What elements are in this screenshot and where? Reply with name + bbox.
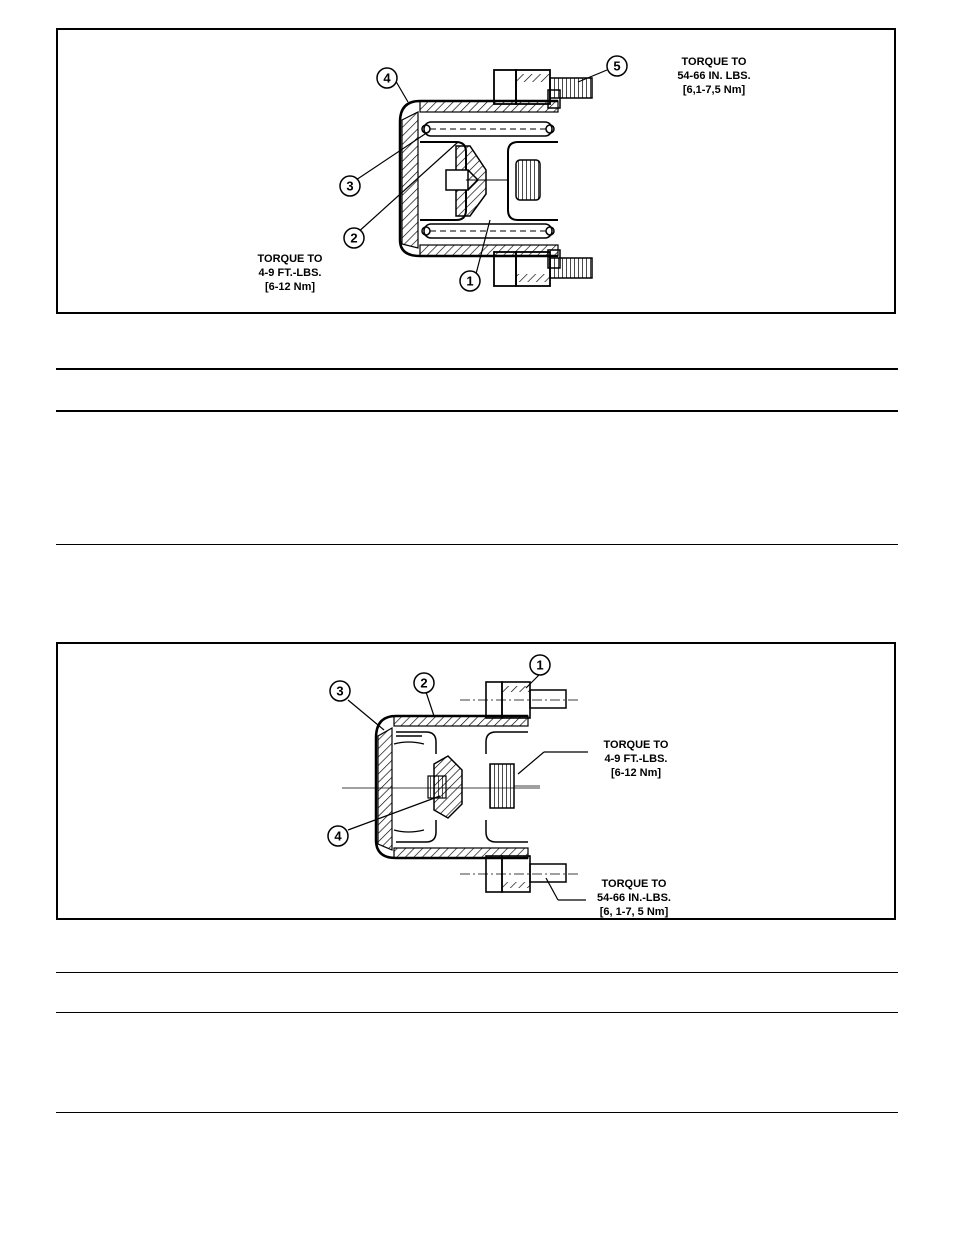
torque-label-bolts: TORQUE TO 54-66 IN. LBS. [6,1-7,5 Nm] [677, 56, 750, 96]
center-cross [420, 141, 558, 221]
svg-text:[6, 1-7, 5 Nm]: [6, 1-7, 5 Nm] [600, 906, 669, 918]
callout-1: 1 [459, 270, 481, 292]
lower-bolt [493, 251, 593, 287]
svg-text:4-9 FT.-LBS.: 4-9 FT.-LBS. [259, 267, 322, 279]
svg-text:3: 3 [346, 179, 353, 194]
svg-text:1: 1 [536, 658, 543, 673]
callout-1: 1 [529, 654, 551, 676]
housing-cup [374, 714, 529, 860]
center-cross [342, 755, 540, 819]
figure-1-drawing: 1 2 3 4 5 TORQUE TO 54-66 IN. LBS. [6,1-… [258, 55, 751, 293]
callout-3: 3 [339, 175, 361, 197]
svg-text:[6-12 Nm]: [6-12 Nm] [611, 767, 661, 779]
svg-text:4-9 FT.-LBS.: 4-9 FT.-LBS. [605, 753, 668, 765]
table-rule-header [56, 410, 898, 412]
svg-text:TORQUE TO: TORQUE TO [258, 253, 323, 265]
leader-lines [347, 673, 588, 901]
svg-text:TORQUE TO: TORQUE TO [604, 739, 669, 751]
svg-text:3: 3 [336, 684, 343, 699]
table2-rule-top [56, 972, 898, 973]
svg-text:2: 2 [350, 231, 357, 246]
torque-label-bolts: TORQUE TO 54-66 IN.-LBS. [6, 1-7, 5 Nm] [597, 878, 671, 918]
figure-2: 1 2 3 4 TORQUE TO 4-9 FT.-LBS. [6-12 Nm]… [56, 642, 896, 920]
figure-1: 1 2 3 4 5 TORQUE TO 54-66 IN. LBS. [6,1-… [56, 28, 896, 314]
table2-rule-bottom [56, 1112, 898, 1113]
svg-text:1: 1 [466, 274, 473, 289]
svg-text:4: 4 [334, 829, 342, 844]
svg-text:5: 5 [613, 59, 620, 74]
torque-label-center: TORQUE TO 4-9 FT.-LBS. [6-12 Nm] [604, 739, 669, 779]
callout-2: 2 [413, 672, 435, 694]
callout-5: 5 [606, 55, 628, 77]
lower-bolt [460, 855, 578, 893]
callout-4: 4 [327, 825, 349, 847]
housing-cup [398, 89, 561, 269]
svg-text:[6,1-7,5 Nm]: [6,1-7,5 Nm] [683, 84, 746, 96]
table-rule-top [56, 368, 898, 370]
callout-2: 2 [343, 227, 365, 249]
svg-text:54-66 IN. LBS.: 54-66 IN. LBS. [677, 70, 750, 82]
svg-text:TORQUE TO: TORQUE TO [682, 56, 747, 68]
callout-4: 4 [376, 67, 398, 89]
svg-text:54-66 IN.-LBS.: 54-66 IN.-LBS. [597, 892, 671, 904]
svg-text:4: 4 [383, 71, 391, 86]
torque-label-center: TORQUE TO 4-9 FT.-LBS. [6-12 Nm] [258, 253, 323, 293]
table-rule-bottom [56, 544, 898, 545]
bearing-rollers [421, 121, 555, 239]
svg-text:2: 2 [420, 676, 427, 691]
svg-text:TORQUE TO: TORQUE TO [602, 878, 667, 890]
upper-bolt [493, 69, 593, 105]
bearing-races [393, 731, 528, 843]
table2-rule-header [56, 1012, 898, 1013]
figure-2-drawing: 1 2 3 4 TORQUE TO 4-9 FT.-LBS. [6-12 Nm]… [327, 654, 671, 918]
svg-text:[6-12 Nm]: [6-12 Nm] [265, 281, 315, 293]
callout-3: 3 [329, 680, 351, 702]
upper-bolt [460, 681, 578, 719]
